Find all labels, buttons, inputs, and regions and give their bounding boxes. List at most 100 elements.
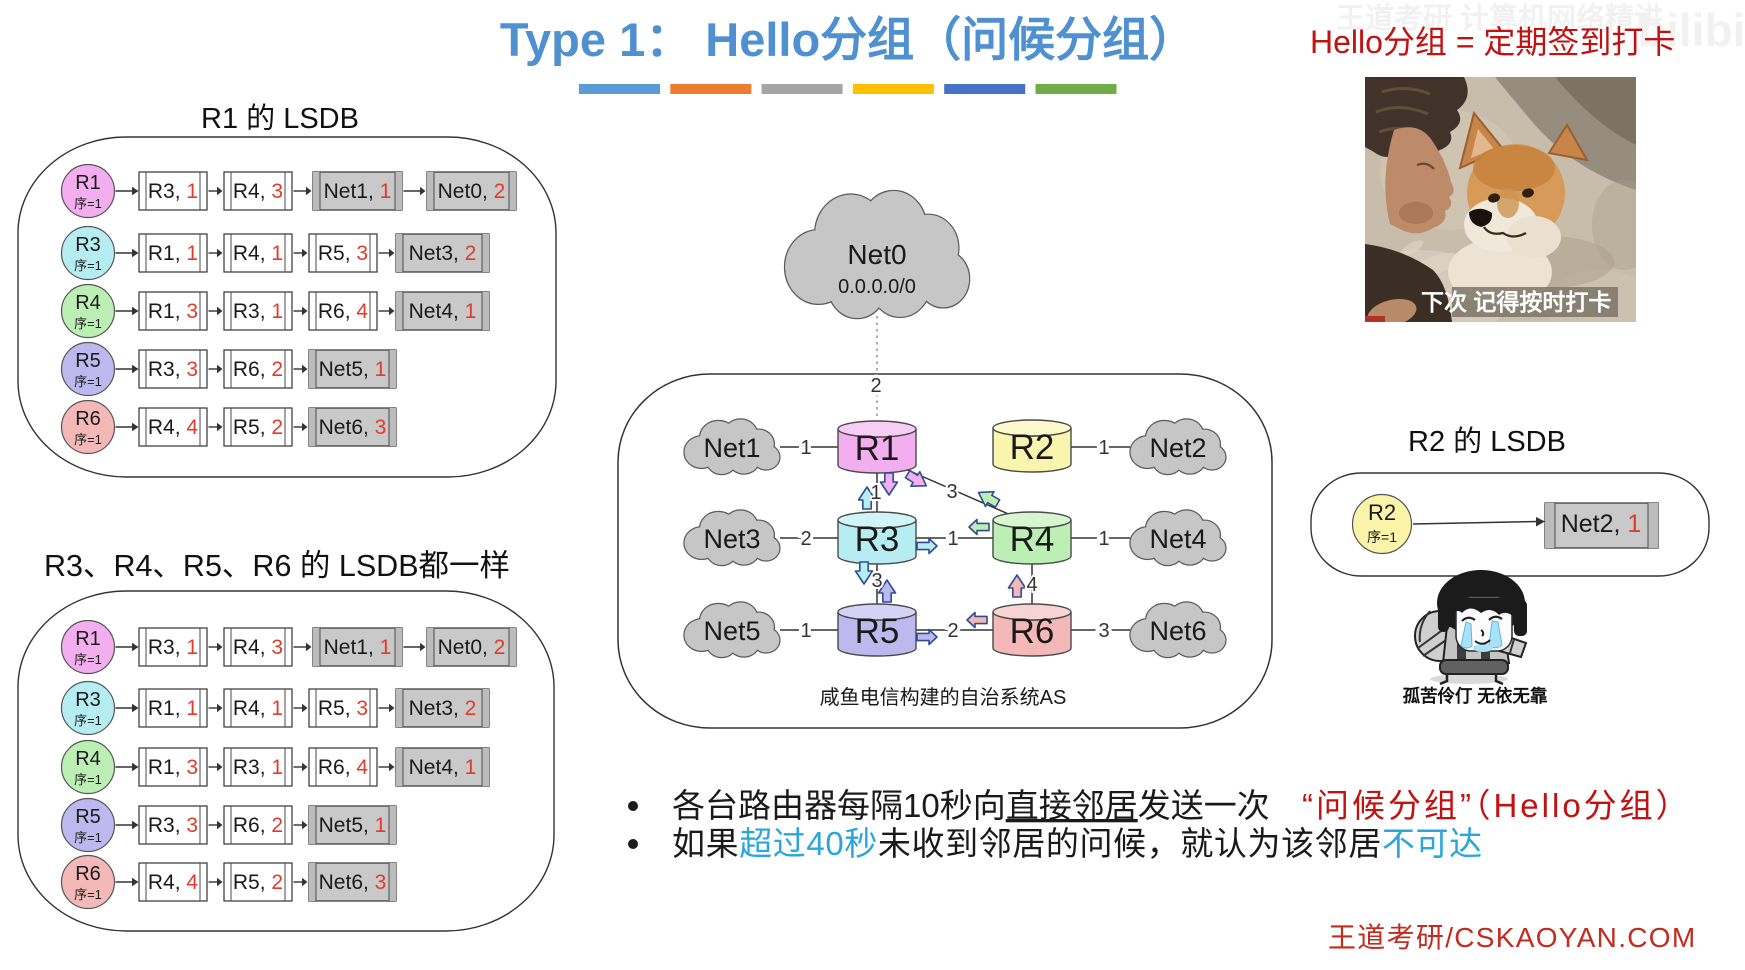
svg-text:R3, 1: R3, 1: [148, 636, 198, 659]
svg-text:3: 3: [871, 570, 882, 592]
svg-text:Net4, 1: Net4, 1: [409, 756, 477, 779]
svg-text:2: 2: [800, 528, 811, 550]
svg-text:下次 记得按时打卡: 下次 记得按时打卡: [1421, 289, 1611, 315]
svg-text:Type 1： Hello分组（问候分组）: Type 1： Hello分组（问候分组）: [500, 13, 1196, 66]
svg-text:Hello分组 = 定期签到打卡: Hello分组 = 定期签到打卡: [1310, 24, 1675, 60]
svg-text:R6: R6: [75, 863, 101, 885]
svg-text:R1, 3: R1, 3: [148, 756, 198, 779]
svg-text:王道考研/CSKAOYAN.COM: 王道考研/CSKAOYAN.COM: [1328, 922, 1697, 953]
svg-text:3: 3: [1098, 620, 1109, 642]
svg-text:R5, 3: R5, 3: [318, 697, 368, 720]
svg-text:R3、R4、R5、R6 的 LSDB都一样: R3、R4、R5、R6 的 LSDB都一样: [44, 549, 510, 583]
svg-text:R2: R2: [1368, 500, 1396, 525]
svg-text:R5: R5: [855, 612, 900, 651]
svg-text:R4, 3: R4, 3: [233, 180, 283, 203]
svg-text:序=1: 序=1: [1367, 529, 1397, 545]
svg-text:R6, 2: R6, 2: [233, 814, 283, 837]
svg-text:如果超过40秒未收到邻居的问候，就认为该邻居不可达: 如果超过40秒未收到邻居的问候，就认为该邻居不可达: [672, 825, 1483, 862]
svg-text:序=1: 序=1: [74, 830, 102, 845]
svg-text:R5, 2: R5, 2: [233, 871, 283, 894]
svg-text:Net3, 2: Net3, 2: [409, 697, 477, 720]
svg-text:王道考研 计算机网络精讲: 王道考研 计算机网络精讲: [1336, 1, 1663, 35]
svg-text:Net5, 1: Net5, 1: [319, 358, 387, 381]
svg-text:咸鱼电信构建的自治系统AS: 咸鱼电信构建的自治系统AS: [820, 686, 1067, 709]
svg-text:R6, 4: R6, 4: [318, 300, 369, 323]
svg-text:Net0, 2: Net0, 2: [438, 180, 506, 203]
svg-text:R1 的 LSDB: R1 的 LSDB: [201, 102, 359, 135]
svg-text:各台路由器每隔10秒向直接邻居发送一次: 各台路由器每隔10秒向直接邻居发送一次: [672, 787, 1270, 824]
svg-text:R3, 3: R3, 3: [148, 358, 198, 381]
svg-text:R1, 1: R1, 1: [148, 697, 198, 720]
svg-text:序=1: 序=1: [74, 652, 102, 667]
svg-text:序=1: 序=1: [74, 258, 102, 273]
svg-text:R1: R1: [855, 429, 900, 468]
svg-text:1: 1: [800, 437, 811, 459]
svg-text:R3: R3: [75, 689, 101, 711]
svg-text:R4: R4: [1010, 520, 1055, 559]
svg-text:R3, 1: R3, 1: [233, 756, 283, 779]
svg-text:bilibili: bilibili: [1638, 4, 1745, 56]
svg-text:R5, 3: R5, 3: [318, 242, 368, 265]
svg-text:序=1: 序=1: [74, 374, 102, 389]
svg-text:R4, 3: R4, 3: [233, 636, 283, 659]
svg-text:R5: R5: [75, 806, 101, 828]
svg-text:Net3, 2: Net3, 2: [409, 242, 477, 265]
svg-text:Net1, 1: Net1, 1: [324, 636, 392, 659]
svg-text:序=1: 序=1: [74, 887, 102, 902]
svg-text:R3: R3: [75, 234, 101, 256]
svg-text:Net2: Net2: [1149, 433, 1206, 463]
svg-text:Net1, 1: Net1, 1: [324, 180, 392, 203]
svg-text:R4: R4: [75, 748, 101, 770]
svg-text:R6: R6: [75, 408, 101, 430]
svg-text:Net0: Net0: [847, 239, 906, 270]
svg-text:序=1: 序=1: [74, 316, 102, 331]
svg-text:R1: R1: [75, 172, 101, 194]
svg-text:R5, 2: R5, 2: [233, 416, 283, 439]
svg-text:R4, 4: R4, 4: [148, 416, 199, 439]
svg-text:1: 1: [947, 528, 958, 550]
svg-text:R6: R6: [1010, 612, 1055, 651]
svg-text:Net2, 1: Net2, 1: [1561, 510, 1642, 538]
svg-text:R4: R4: [75, 292, 101, 314]
svg-text:序=1: 序=1: [74, 713, 102, 728]
svg-text:R1, 1: R1, 1: [148, 242, 198, 265]
svg-text:R3, 3: R3, 3: [148, 814, 198, 837]
svg-text:序=1: 序=1: [74, 772, 102, 787]
svg-text:Net0, 2: Net0, 2: [438, 636, 506, 659]
svg-text:R4, 4: R4, 4: [148, 871, 199, 894]
svg-text:Net4, 1: Net4, 1: [409, 300, 477, 323]
svg-text:R2 的 LSDB: R2 的 LSDB: [1408, 425, 1566, 458]
svg-text:0.0.0.0/0: 0.0.0.0/0: [838, 276, 916, 298]
svg-text:4: 4: [1026, 574, 1037, 596]
svg-text:Net1: Net1: [703, 433, 760, 463]
svg-text:1: 1: [1098, 437, 1109, 459]
svg-text:Net5: Net5: [703, 616, 760, 646]
svg-text:R3, 1: R3, 1: [233, 300, 283, 323]
svg-text:Net6: Net6: [1149, 616, 1206, 646]
svg-text:Net5, 1: Net5, 1: [319, 814, 387, 837]
svg-text:R4, 1: R4, 1: [233, 242, 283, 265]
svg-text:序=1: 序=1: [74, 196, 102, 211]
svg-text:Net4: Net4: [1149, 524, 1206, 554]
svg-text:R2: R2: [1010, 428, 1055, 467]
svg-text:R3: R3: [855, 520, 900, 559]
svg-text:R3, 1: R3, 1: [148, 180, 198, 203]
svg-text:Net6, 3: Net6, 3: [319, 871, 387, 894]
svg-text:Net3: Net3: [703, 524, 760, 554]
svg-text:R6, 4: R6, 4: [318, 756, 369, 779]
svg-text:1: 1: [870, 482, 881, 504]
svg-text:R6, 2: R6, 2: [233, 358, 283, 381]
svg-text:1: 1: [800, 620, 811, 642]
svg-text:R5: R5: [75, 350, 101, 372]
svg-text:R1, 3: R1, 3: [148, 300, 198, 323]
svg-text:序=1: 序=1: [74, 432, 102, 447]
svg-text:R1: R1: [75, 628, 101, 650]
svg-text:3: 3: [946, 481, 957, 503]
svg-text:2: 2: [870, 375, 881, 397]
svg-text:R4, 1: R4, 1: [233, 697, 283, 720]
svg-text:“问候分组”（Hello分组）: “问候分组”（Hello分组）: [1302, 787, 1692, 824]
svg-text:Net6, 3: Net6, 3: [319, 416, 387, 439]
svg-text:2: 2: [947, 620, 958, 642]
svg-text:1: 1: [1098, 528, 1109, 550]
svg-text:孤苦伶仃 无依无靠: 孤苦伶仃 无依无靠: [1403, 686, 1548, 706]
